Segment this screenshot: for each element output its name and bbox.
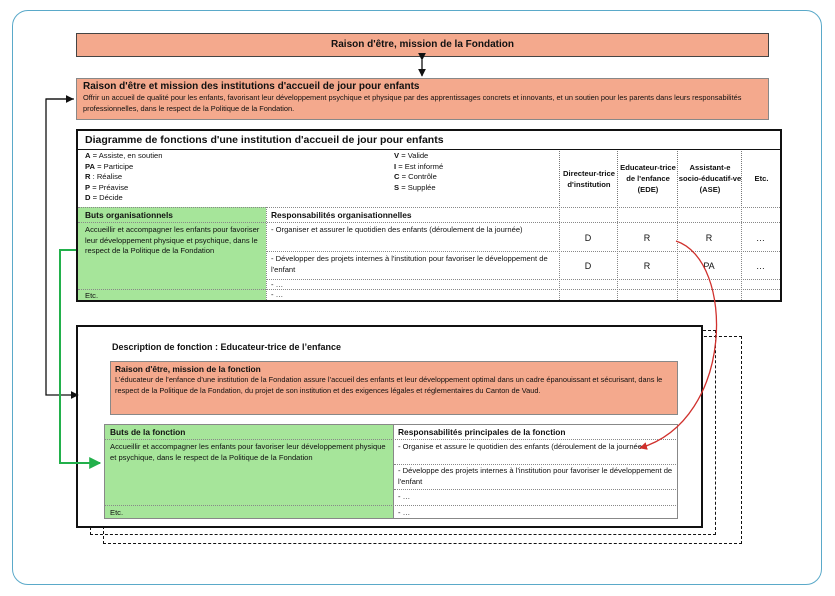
function-resp-row-4: - … [398,508,411,517]
resp-row-2: - Développer des projets internes à l'in… [271,254,548,274]
legend-item: A = Assiste, en soutien [85,151,163,160]
legend-item: C = Contrôle [394,172,437,181]
institutions-mission-title: Raison d'être et mission des institution… [83,81,420,92]
legend-item: PA = Participe [85,161,134,171]
function-goal-text: Accueillir et accompagner les enfants po… [110,442,386,462]
responsibility-link-arrow [639,240,718,450]
legend-item: S = Supplée [394,182,436,192]
legend-item: R : Réalise [85,172,123,181]
institutions-mission-box: Raison d'être et mission des institution… [76,78,769,120]
function-mission-box: Raison d'être, mission de la fonction L’… [110,361,678,415]
resp-row-3: - … [271,280,284,289]
function-resp-header: Responsabilités principales de la foncti… [398,427,566,437]
row1-ase: R [705,233,713,243]
foundation-mission-title: Raison d'être, mission de la Fondation [331,39,514,50]
row2-director: D [584,261,592,271]
function-goals-header: Buts de la fonction [110,427,186,437]
function-goal-etc: Etc. [110,508,124,517]
goal-etc: Etc. [85,291,99,300]
row2-etc: … [756,261,765,271]
function-description: Description de fonction : Educateur-tric… [76,325,703,528]
role-header-director: Directeur-trice d'institution [559,151,618,206]
function-resp-row-3: - … [398,492,411,501]
resp-row-1: - Organiser et assurer le quotidien des … [271,225,523,234]
function-mission-text: L’éducateur de l’enfance d’une instituti… [115,375,663,395]
row2-ase: PA [703,261,715,271]
legend-item: D = Décide [85,193,123,202]
row2-ede: R [643,261,651,271]
function-resp-row-1: - Organise et assure le quotidien des en… [398,442,642,451]
outer-frame [12,10,822,585]
function-resp-row-2: - Développe des projets internes à l'ins… [398,466,673,486]
legend-item: P = Préavise [85,182,129,192]
description-title: Description de fonction : Educateur-tric… [112,342,342,352]
row1-ede: R [643,233,651,243]
institutions-mission-text: Offrir un accueil de qualité pour les en… [83,93,742,113]
row1-etc: … [756,233,765,243]
row1-director: D [584,233,592,243]
role-header-etc: Etc. [741,151,781,206]
role-header-ase: Assistant-e socio-éducatif-ve (ASE) [677,151,742,206]
diagram-title: Diagramme de fonctions d'une institution… [85,134,444,146]
institution-to-description-arrow [45,98,79,399]
function-diagram: Diagramme de fonctions d'une institution… [76,129,782,302]
goals-link-arrow [59,249,102,469]
legend-item: I = Est informé [394,161,444,171]
goal-text: Accueillir et accompagner les enfants po… [85,225,260,255]
resp-row-4: - … [271,290,284,299]
goals-header: Buts organisationnels [85,210,173,220]
legend-right: V = Valide I = Est informé C = Contrôle … [394,151,443,193]
role-header-ede: Educateur-trice de l'enfance (EDE) [617,151,678,206]
resp-header: Responsabilités organisationnelles [271,210,412,220]
legend-left: A = Assiste, en soutien PA = Participe R… [85,151,162,204]
function-resp-column [394,424,678,519]
legend-item: V = Valide [394,151,429,160]
function-mission-title: Raison d'être, mission de la fonction [115,364,261,374]
